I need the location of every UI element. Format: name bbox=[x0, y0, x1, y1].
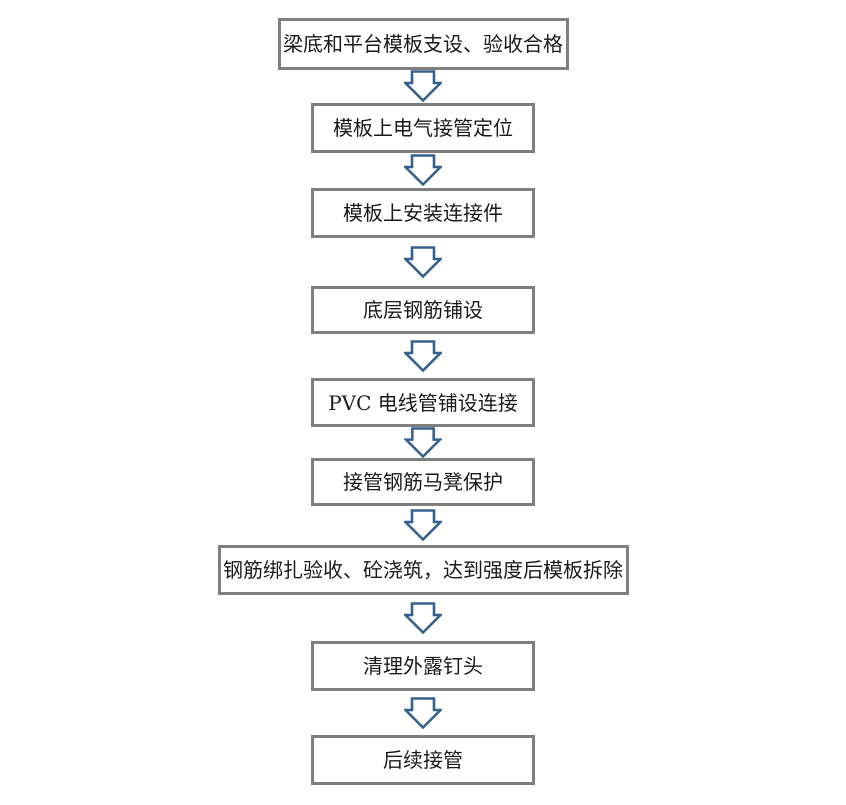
flow-step-label: 后续接管 bbox=[383, 748, 463, 772]
down-arrow-icon bbox=[404, 697, 442, 729]
flow-step-clean-exposed-nail-heads: 清理外露钉头 bbox=[311, 641, 535, 691]
flow-step-label: PVC 电线管铺设连接 bbox=[328, 390, 518, 415]
down-arrow-icon bbox=[404, 509, 442, 541]
process-flowchart: 梁底和平台模板支设、验收合格 模板上电气接管定位 模板上安装连接件 底层钢筋铺设… bbox=[217, 18, 629, 785]
flow-step-rebar-acceptance-concrete-pour-formwork-removal: 钢筋绑扎验收、砼浇筑，达到强度后模板拆除 bbox=[217, 545, 629, 595]
flow-step-label: 模板上安装连接件 bbox=[343, 201, 503, 225]
down-arrow-icon bbox=[404, 246, 442, 278]
flow-step-pvc-conduit-laying: PVC 电线管铺设连接 bbox=[311, 378, 535, 427]
flow-step-label: 模板上电气接管定位 bbox=[333, 116, 513, 140]
down-arrow-icon bbox=[404, 70, 442, 102]
flow-step-conduit-rebar-chair-protection: 接管钢筋马凳保护 bbox=[311, 458, 535, 506]
flow-step-label: 梁底和平台模板支设、验收合格 bbox=[283, 32, 563, 56]
flow-step-install-connectors: 模板上安装连接件 bbox=[311, 188, 535, 238]
flow-step-bottom-rebar-laying: 底层钢筋铺设 bbox=[311, 286, 535, 334]
flow-step-label: 钢筋绑扎验收、砼浇筑，达到强度后模板拆除 bbox=[223, 558, 623, 582]
down-arrow-icon bbox=[404, 340, 442, 372]
down-arrow-icon bbox=[404, 427, 442, 458]
flow-step-formwork-erection: 梁底和平台模板支设、验收合格 bbox=[277, 18, 569, 70]
flow-step-electrical-conduit-positioning: 模板上电气接管定位 bbox=[311, 103, 535, 153]
down-arrow-icon bbox=[404, 154, 442, 186]
flow-step-label: 接管钢筋马凳保护 bbox=[343, 470, 503, 494]
flow-step-label: 底层钢筋铺设 bbox=[363, 298, 483, 322]
down-arrow-icon bbox=[404, 602, 442, 634]
flow-step-label: 清理外露钉头 bbox=[363, 654, 483, 678]
flow-step-subsequent-conduit-connection: 后续接管 bbox=[311, 735, 535, 785]
